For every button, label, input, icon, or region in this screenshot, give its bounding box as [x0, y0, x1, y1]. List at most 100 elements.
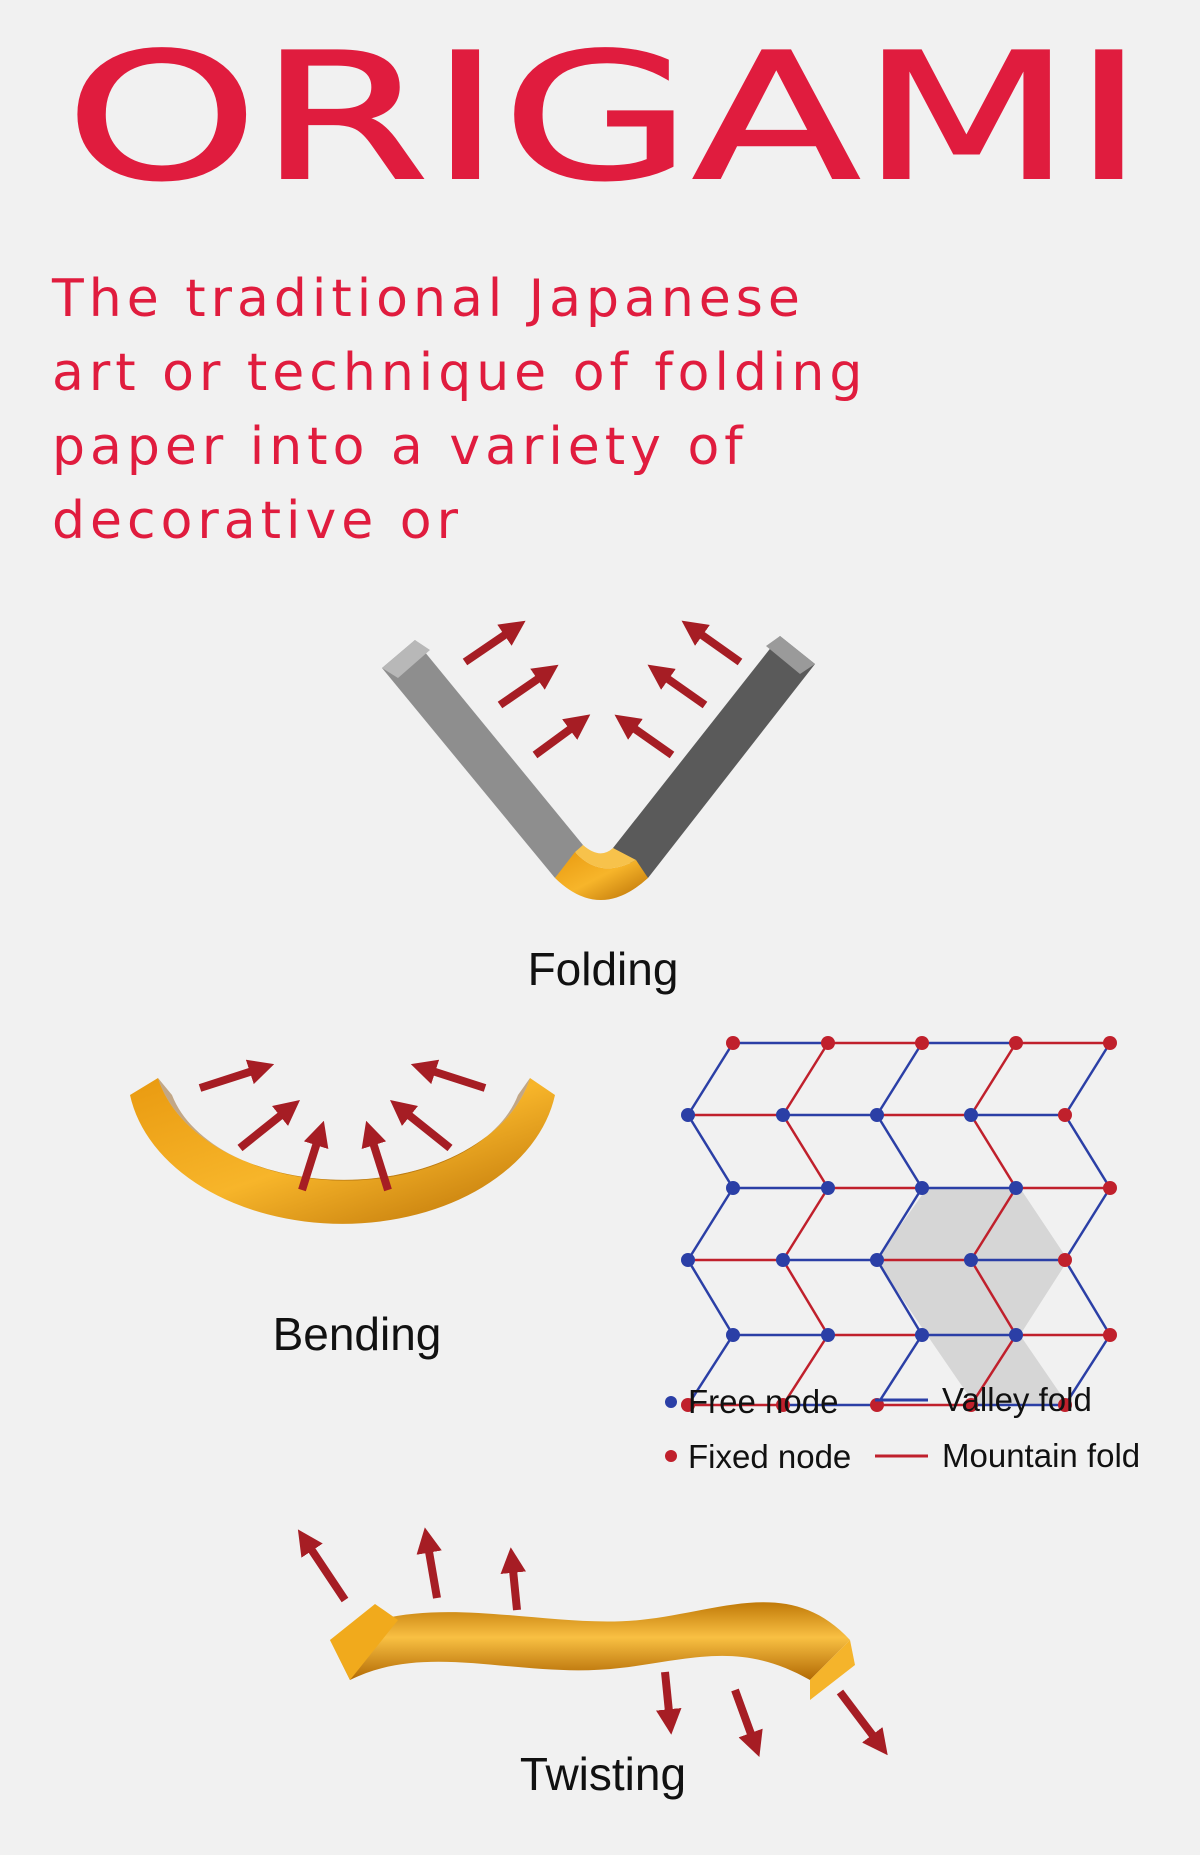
legend: Free node Valley fold Fixed node Mountai… — [665, 1381, 1140, 1475]
free-node — [821, 1328, 835, 1342]
fixed-node — [726, 1036, 740, 1050]
fold-hinge-top — [575, 845, 636, 869]
shaded-panel — [876, 1188, 1068, 1405]
bending-arrow — [237, 1100, 300, 1152]
twisting-arrow — [836, 1689, 888, 1756]
free-node — [915, 1181, 929, 1195]
twisting-arrow — [416, 1527, 442, 1599]
crease-line — [1063, 1114, 1112, 1189]
legend-free-node: Free node — [688, 1383, 838, 1420]
twisted-beam — [330, 1602, 850, 1680]
folding-arrow — [497, 664, 559, 709]
free-node — [964, 1108, 978, 1122]
bending-arrow — [361, 1120, 392, 1192]
crease-nodes — [681, 1036, 1117, 1412]
fold-hinge — [555, 852, 648, 900]
fixed-node — [776, 1398, 790, 1412]
crease-line — [969, 1259, 1018, 1336]
twisting-arrow — [297, 1529, 349, 1603]
free-node — [726, 1181, 740, 1195]
crease-line — [969, 1114, 1018, 1189]
crease-line — [1063, 1259, 1112, 1336]
subtitle-line: paper into a variety of — [52, 417, 748, 477]
free-node — [870, 1108, 884, 1122]
free-node — [776, 1253, 790, 1267]
crease-line — [1063, 1334, 1112, 1406]
crease-line — [686, 1187, 735, 1261]
twisting-arrow — [731, 1688, 763, 1758]
folding-arrow — [647, 664, 708, 709]
legend-valley-fold: Valley fold — [942, 1381, 1092, 1418]
bending-arrow — [390, 1100, 453, 1152]
bending-arrow — [410, 1059, 487, 1092]
fixed-node — [821, 1036, 835, 1050]
twisting-label: Twisting — [520, 1748, 686, 1800]
free-node — [821, 1181, 835, 1195]
free-node — [776, 1108, 790, 1122]
origami-title: ORIGAMI — [64, 28, 1146, 203]
crease-pattern — [681, 1036, 1117, 1412]
crease-line — [781, 1334, 830, 1406]
folding-arrow — [462, 620, 526, 666]
free-node — [915, 1328, 929, 1342]
free-node — [964, 1253, 978, 1267]
fixed-node — [1058, 1398, 1072, 1412]
fixed-node — [1103, 1181, 1117, 1195]
left-bar-top — [382, 640, 430, 678]
crease-line — [686, 1259, 735, 1336]
fixed-node — [964, 1398, 978, 1412]
crease-line — [781, 1259, 830, 1336]
free-node — [1009, 1181, 1023, 1195]
free-node-swatch — [665, 1396, 677, 1408]
crease-line — [875, 1334, 924, 1406]
free-node — [1009, 1328, 1023, 1342]
fixed-node — [1103, 1036, 1117, 1050]
legend-fixed-node: Fixed node — [688, 1438, 851, 1475]
twisting-arrow — [500, 1547, 527, 1611]
crease-lines — [686, 1041, 1112, 1407]
bending-arrow — [298, 1120, 329, 1192]
crease-line — [969, 1334, 1018, 1406]
free-node — [681, 1108, 695, 1122]
folding-arrow — [681, 620, 743, 666]
crease-line — [686, 1042, 735, 1116]
folding-arrow — [614, 714, 675, 759]
fixed-node — [915, 1036, 929, 1050]
crease-line — [875, 1042, 924, 1116]
right-bar — [613, 636, 815, 878]
fixed-node — [1103, 1328, 1117, 1342]
twisted-beam-end — [810, 1640, 855, 1700]
crease-line — [969, 1187, 1018, 1261]
folding-illustration: Folding — [382, 620, 815, 995]
twisting-illustration: Twisting — [297, 1527, 888, 1800]
free-node — [681, 1253, 695, 1267]
fixed-node — [1058, 1253, 1072, 1267]
folding-label: Folding — [528, 943, 679, 995]
twisted-beam-end — [330, 1604, 398, 1680]
crease-line — [1063, 1042, 1112, 1116]
right-bar-top — [766, 636, 815, 674]
crease-line — [686, 1334, 735, 1406]
crease-line — [781, 1187, 830, 1261]
bending-label: Bending — [273, 1308, 442, 1360]
fixed-node — [1009, 1036, 1023, 1050]
free-node — [870, 1253, 884, 1267]
fixed-node — [681, 1398, 695, 1412]
title-text: ORIGAMI — [65, 28, 1145, 203]
crease-line — [875, 1259, 924, 1336]
left-bar — [382, 640, 583, 878]
crease-line — [1063, 1187, 1112, 1261]
fixed-node-swatch — [665, 1450, 677, 1462]
crease-line — [875, 1187, 924, 1261]
crease-line — [686, 1114, 735, 1189]
crease-line — [781, 1042, 830, 1116]
legend-mountain-fold: Mountain fold — [942, 1437, 1140, 1474]
bending-arrow — [198, 1059, 275, 1092]
crease-line — [781, 1114, 830, 1189]
subtitle-line: The traditional Japanese — [52, 269, 805, 329]
free-node — [726, 1328, 740, 1342]
crease-line — [969, 1042, 1018, 1116]
fixed-node — [1058, 1108, 1072, 1122]
bent-beam — [130, 1078, 555, 1224]
